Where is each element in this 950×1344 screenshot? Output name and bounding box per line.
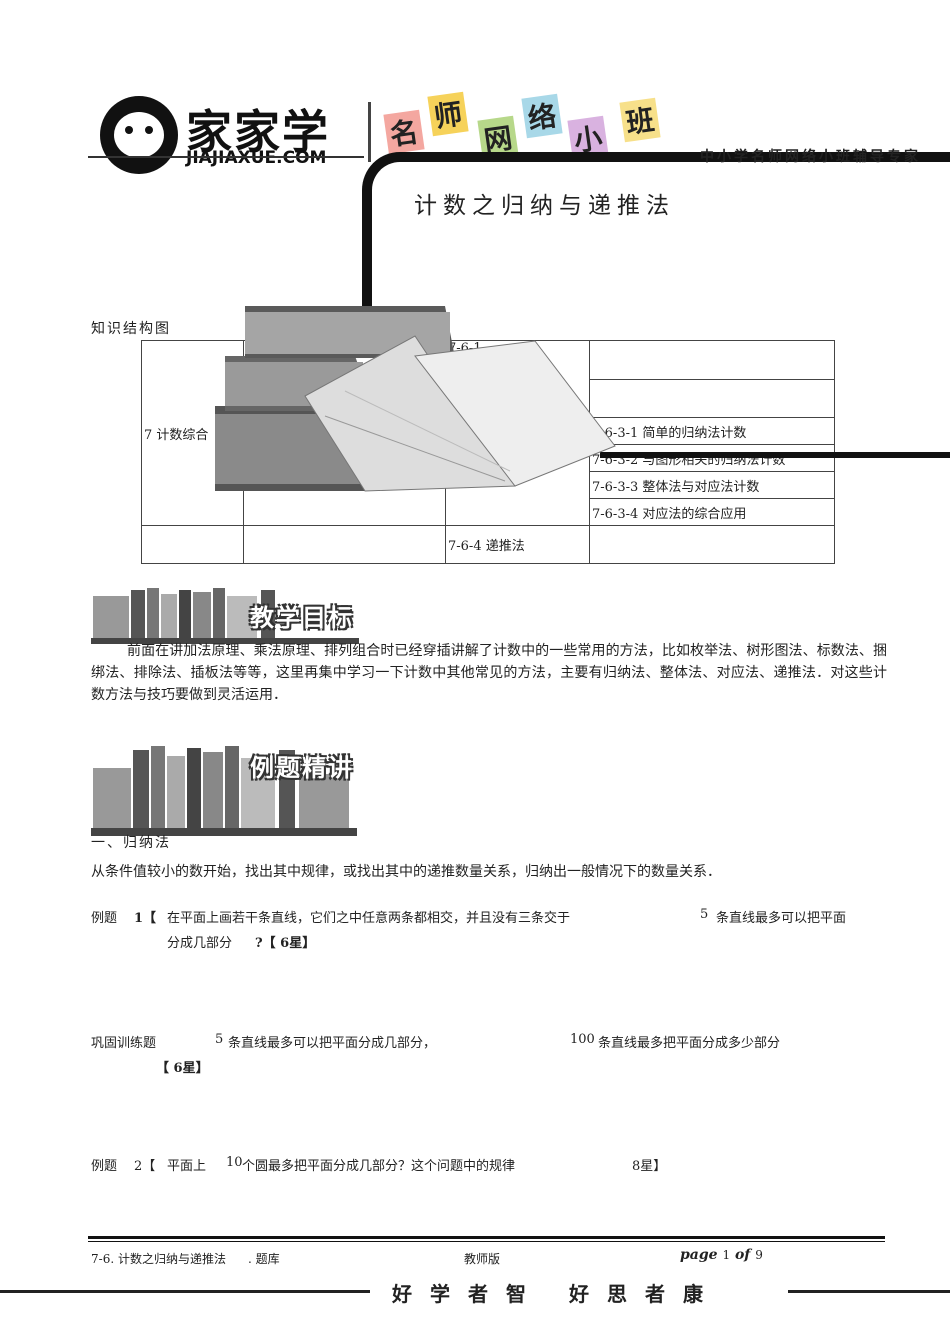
page-title: 计数之归纳与递推法: [414, 193, 675, 219]
footer-motto-line-left: [0, 1290, 370, 1293]
table-cell-item-3: 7-6-3-3 整体法与对应法计数: [589, 471, 835, 499]
brand-name-en: JIAJIAXUE.COM: [186, 148, 327, 168]
example-2-tag: 例题: [91, 1159, 118, 1174]
example-1-line1b: 条直线最多可以把平面: [716, 911, 847, 926]
example-1-line2: 分成几部分: [167, 936, 233, 951]
bookshelf-banner-icon-2: [91, 746, 357, 836]
practice-count-2: 100: [570, 1032, 595, 1047]
footer-page-label: page 1 of 9: [680, 1247, 763, 1263]
table-cell-empty-1: [589, 340, 835, 380]
table-cell-blank-b2: [243, 525, 446, 564]
practice-count: 5: [215, 1032, 224, 1047]
bookshelf-banner-icon: [91, 588, 359, 644]
footer-library: . 题库: [248, 1252, 280, 1266]
page-of: of: [734, 1247, 751, 1263]
page-total: 9: [755, 1248, 763, 1262]
method-label: 一、归纳法: [91, 835, 171, 851]
examples-banner-title: 例题精讲: [250, 754, 354, 782]
example-2-line1: 个圆最多把平面分成几部分？这个问题中的规律: [242, 1159, 516, 1174]
footer-rule-thin: [88, 1241, 885, 1242]
header-divider: [368, 102, 371, 162]
brand-name-cn: 家家学: [186, 105, 330, 159]
example-2-number: 2【: [134, 1159, 156, 1174]
table-cell-recursion: 7-6-4 递推法: [445, 525, 590, 564]
table-cell-empty-3: [589, 525, 835, 564]
footer-edition: 教师版: [464, 1252, 501, 1266]
practice-tag: 巩固训练题: [91, 1036, 157, 1051]
banner-tile-1: 名: [383, 109, 425, 155]
example-1-difficulty: ?【 6星】: [255, 936, 316, 951]
practice-line1b: 条直线最多把平面分成多少部分: [598, 1036, 781, 1051]
lion-logo-icon: [100, 96, 178, 174]
example-1-tag: 例题: [91, 911, 118, 926]
banner-tile-6: 班: [619, 97, 661, 143]
example-2-difficulty: 8星】: [632, 1159, 667, 1174]
page-prefix: page: [680, 1247, 718, 1263]
footer-motto: 好学者智 好思者康: [392, 1282, 721, 1306]
header-rule: [88, 156, 364, 158]
goals-banner-title: 教学目标: [250, 604, 354, 632]
header-arc: [362, 152, 950, 312]
practice-difficulty: 【 6星】: [156, 1061, 209, 1076]
table-cell-item-4: 7-6-3-4 对应法的综合应用: [589, 498, 835, 526]
example-1-line1: 在平面上画若干条直线，它们之中任意两条都相交，并且没有三条交于: [167, 911, 571, 926]
table-cell-item-2: 7-6-3-2 与图形相关的归纳法计数: [589, 444, 835, 472]
footer-doc-name: 7-6. 计数之归纳与递推法: [91, 1252, 226, 1266]
example-1-number: 1【: [134, 911, 157, 926]
header-arc-tail: [600, 452, 950, 458]
example-2-pre: 平面上: [167, 1159, 207, 1174]
footer-rule: [88, 1236, 885, 1239]
tagline: 中小学名师网络小班辅导专家: [700, 149, 921, 165]
section-label-structure: 知识结构图: [91, 321, 171, 337]
page-number: 1: [722, 1248, 731, 1262]
practice-line1: 条直线最多可以把平面分成几部分，: [228, 1036, 437, 1051]
example-2-count: 10: [226, 1155, 243, 1170]
table-cell-blank-b1: [141, 525, 244, 564]
banner-tile-4: 络: [521, 93, 563, 139]
table-cell-item-1: 7-6-3-1 简单的归纳法计数: [589, 417, 835, 445]
table-cell-empty-2: [589, 379, 835, 418]
method-text: 从条件值较小的数开始，找出其中规律，或找出其中的递推数量关系，归纳出一般情况下的…: [91, 864, 721, 880]
banner-tile-2: 师: [427, 91, 469, 137]
example-1-count: 5: [700, 907, 709, 922]
books-illustration-icon: [215, 306, 616, 492]
footer-motto-line-right: [788, 1290, 950, 1293]
goals-paragraph: 前面在讲加法原理、乘法原理、排列组合时已经穿插讲解了计数中的一些常用的方法，比如…: [91, 643, 887, 703]
